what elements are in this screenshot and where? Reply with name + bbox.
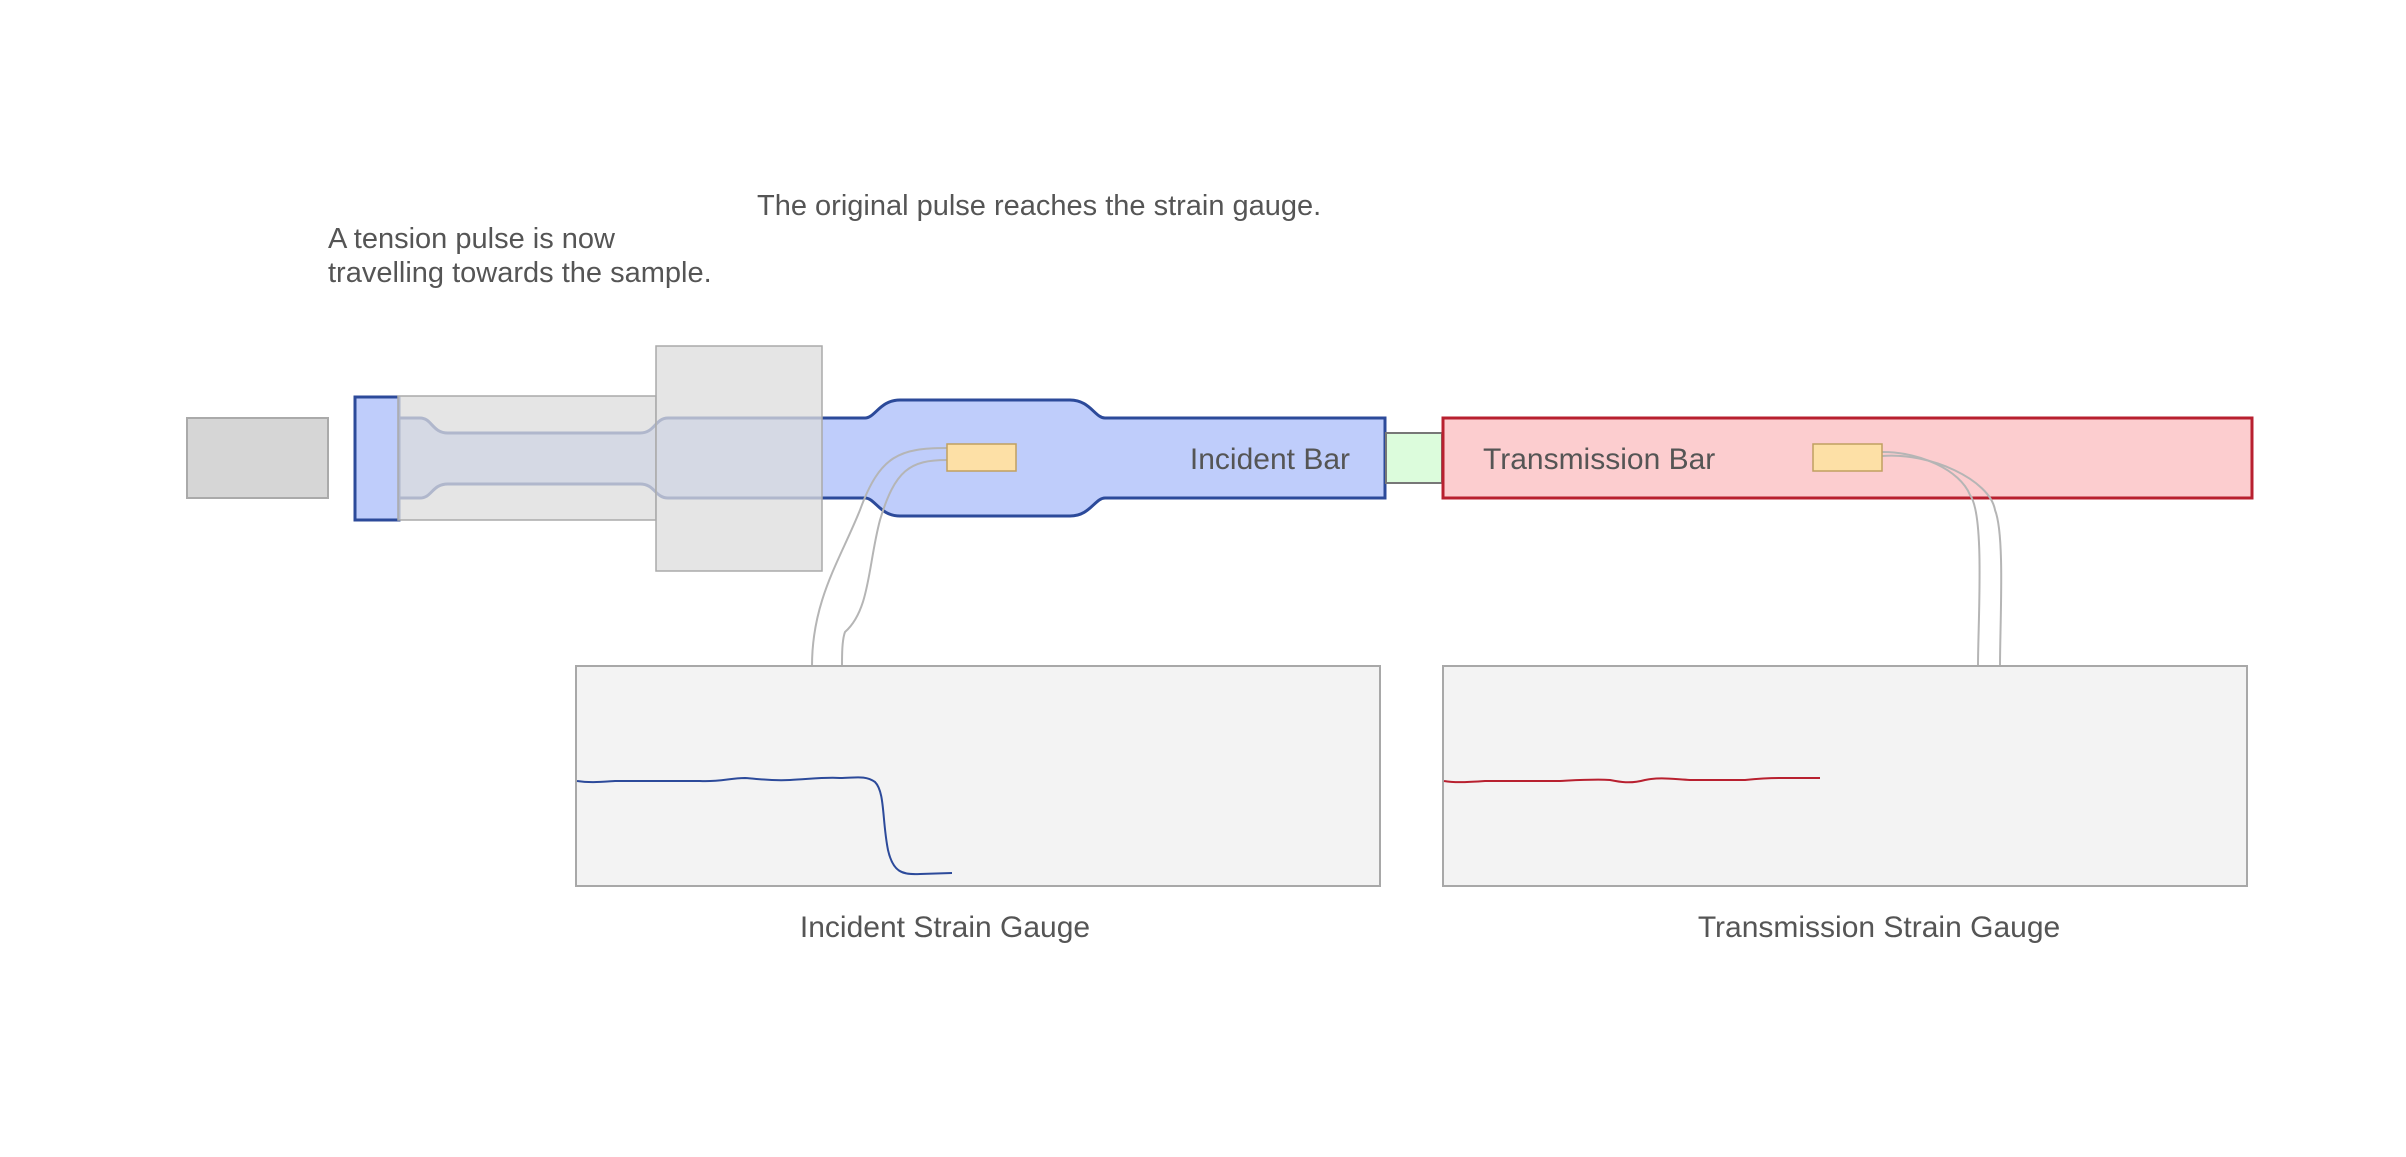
transmission-gauge-wire: [1881, 454, 2003, 667]
incident-signal-trace: [576, 776, 953, 876]
gauge-annotation: The original pulse reaches the strain ga…: [757, 190, 1321, 222]
incident-gauge-wire: [811, 447, 948, 667]
transmission-gauge-label: Transmission Strain Gauge: [1698, 911, 2060, 944]
striker-block: [186, 417, 329, 499]
pulse-annotation-line1: A tension pulse is now: [328, 223, 616, 255]
transmission-gauge-panel: [1442, 665, 2248, 887]
transmission-signal-trace: [1443, 777, 1820, 784]
housing-block: [655, 345, 823, 572]
housing-tube: [397, 395, 657, 521]
transmission-bar-label: Transmission Bar: [1483, 443, 1715, 476]
transmission-strain-gauge: [1812, 443, 1883, 472]
incident-bar-label: Incident Bar: [1190, 443, 1350, 476]
sample: [1385, 432, 1443, 484]
incident-gauge-panel: [575, 665, 1381, 887]
incident-bar-flange: [353, 395, 401, 522]
incident-gauge-wire: [841, 459, 948, 667]
incident-gauge-label: Incident Strain Gauge: [800, 911, 1090, 944]
pulse-annotation-line2: travelling towards the sample.: [328, 257, 712, 289]
incident-strain-gauge: [946, 443, 1017, 472]
